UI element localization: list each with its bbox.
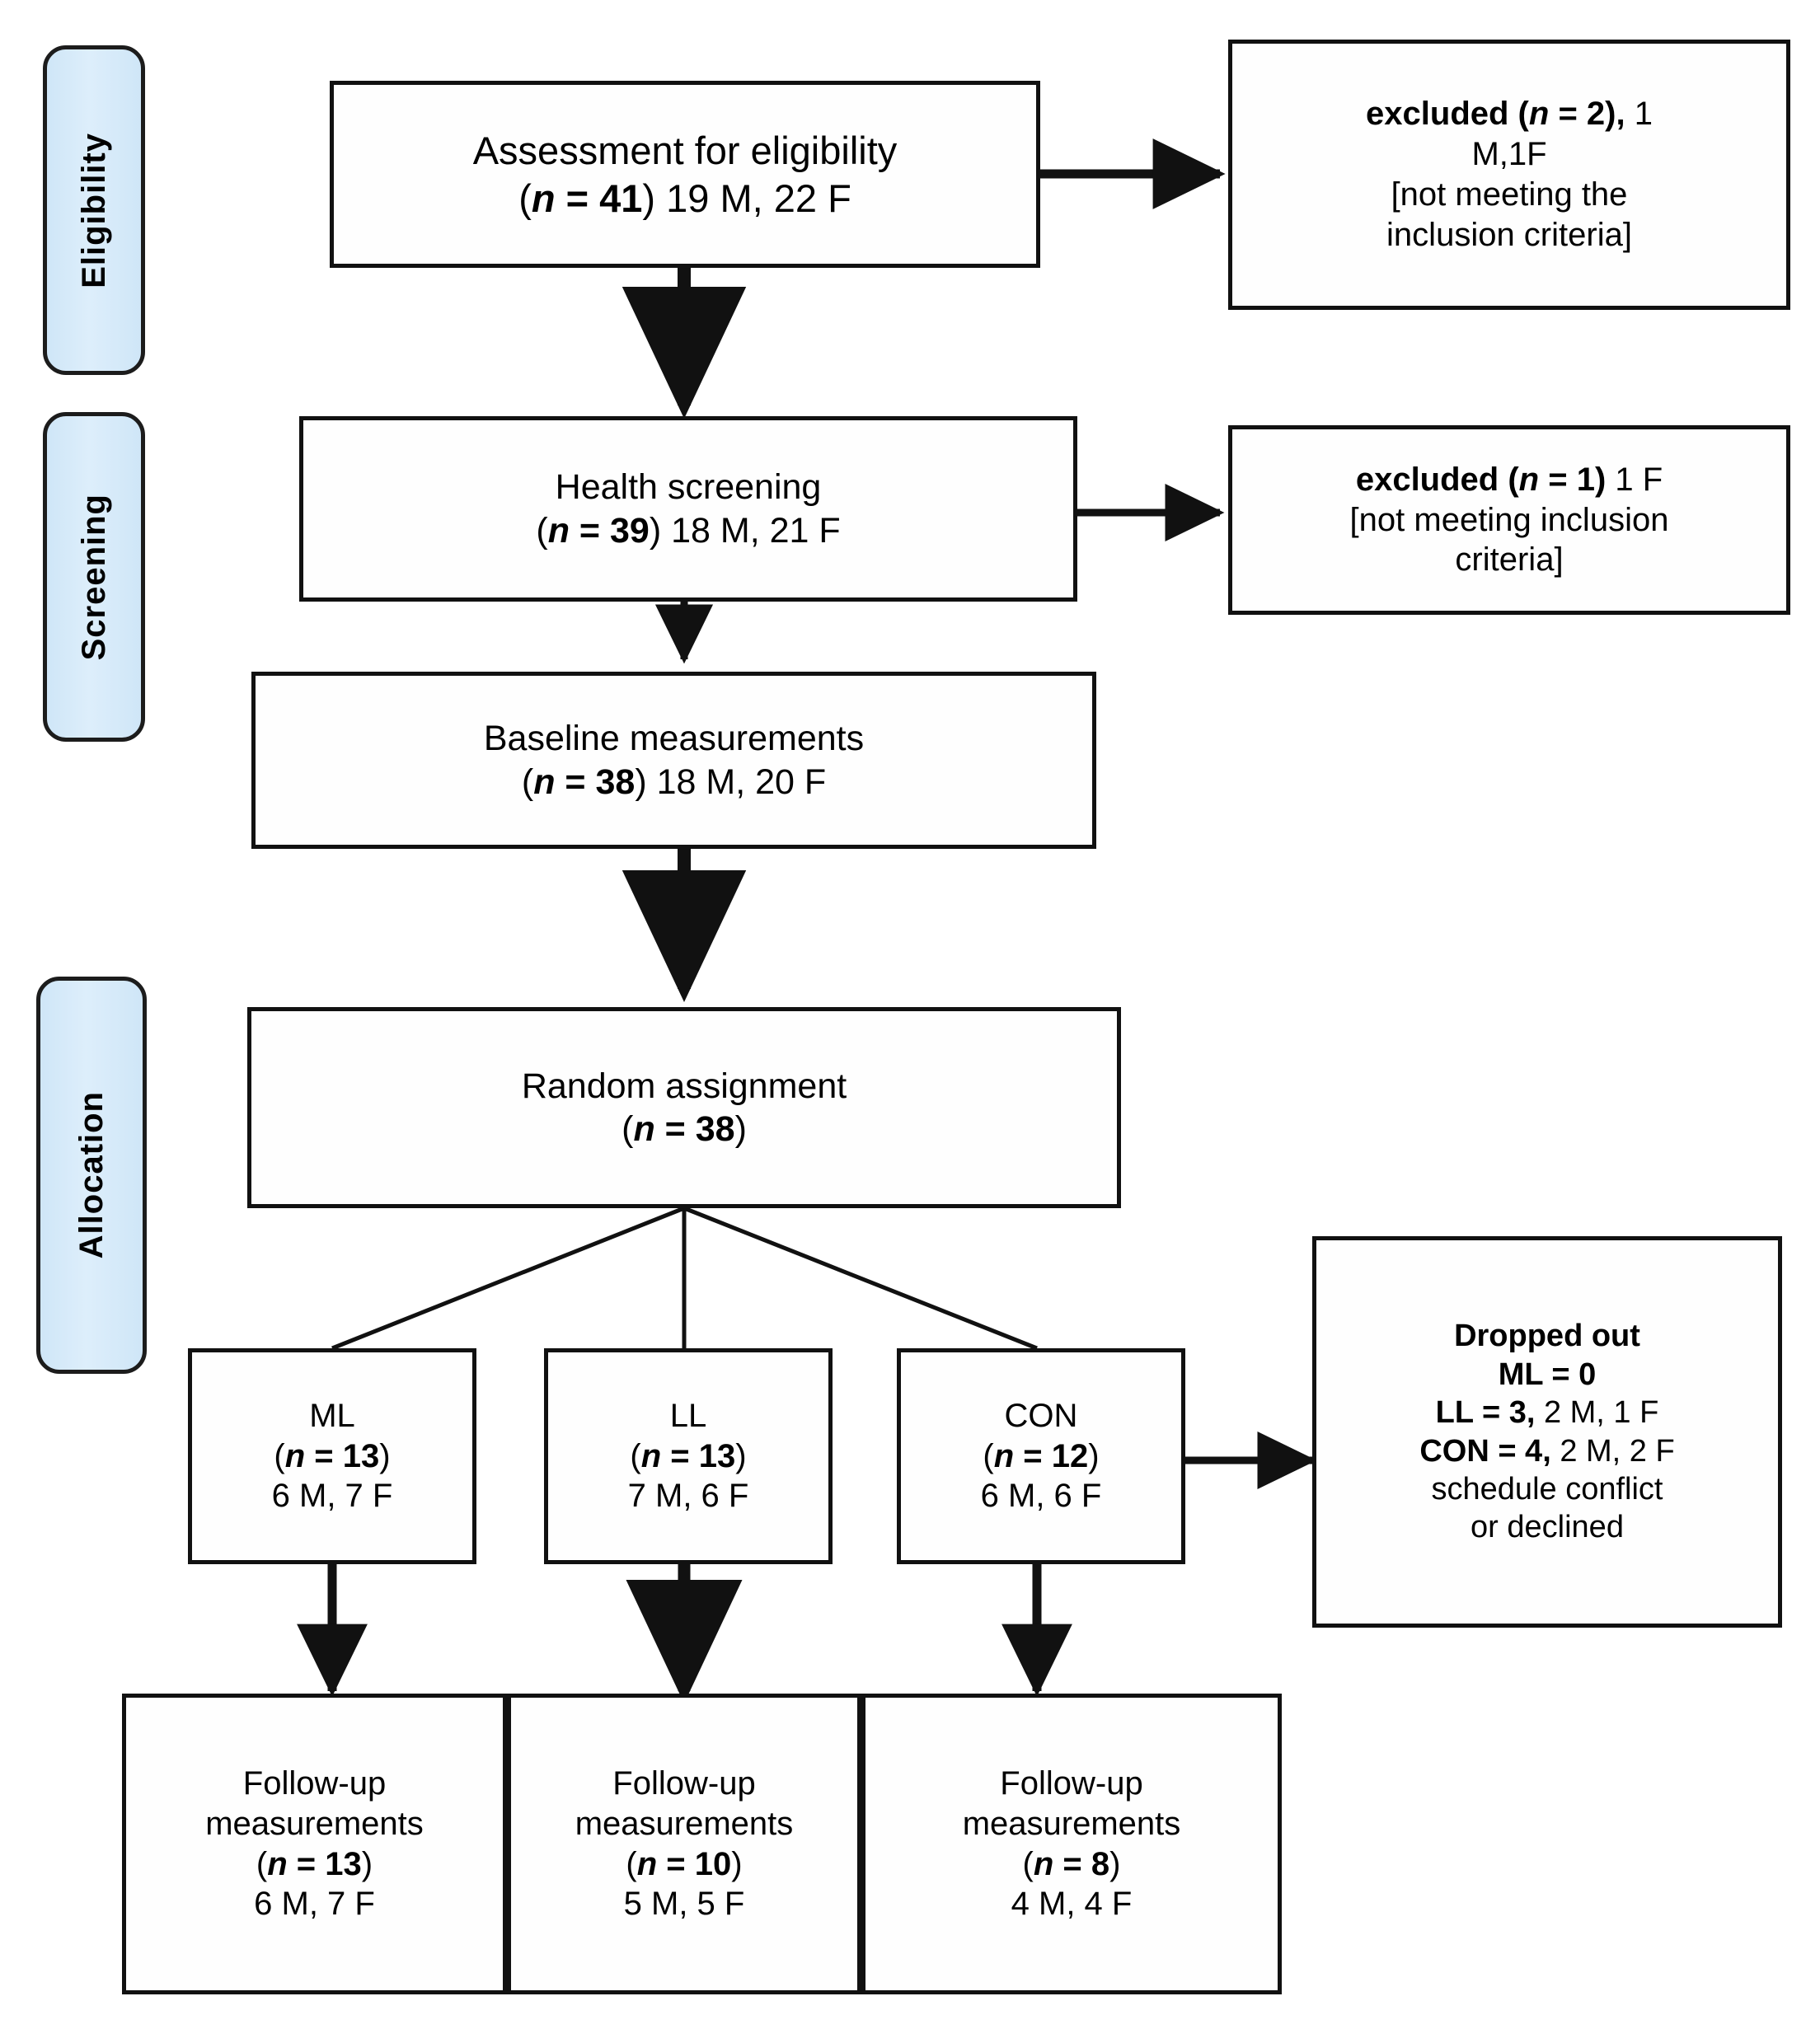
dropped-line-4: CON = 4, 2 M, 2 F <box>1419 1433 1675 1469</box>
follow-con-line-3: (n = 8) <box>1022 1845 1121 1882</box>
phase-label-allocation-text: Allocation <box>73 1091 110 1259</box>
excluded1-line-2: M,1F <box>1471 136 1547 173</box>
split-leg-left <box>331 1206 685 1351</box>
dropped-line-2: ML = 0 <box>1498 1357 1597 1392</box>
follow-ml-line-1: Follow-up <box>242 1764 387 1802</box>
box-assessment-for-eligibility: Assessment for eligibility (n = 41) 19 M… <box>330 81 1040 268</box>
excluded2-line-2: [not meeting inclusion <box>1349 501 1669 538</box>
box-followup-ll: Follow-up measurements (n = 10) 5 M, 5 F <box>507 1694 861 1994</box>
split-leg-right <box>683 1206 1038 1351</box>
con-line-2: (n = 12) <box>983 1437 1100 1474</box>
health-line-1: Health screening <box>555 467 822 508</box>
assessment-line-1: Assessment for eligibility <box>472 129 898 173</box>
con-line-3: 6 M, 6 F <box>980 1478 1102 1515</box>
box-excluded-screening: excluded (n = 1) 1 F [not meeting inclus… <box>1228 425 1790 615</box>
box-group-ml: ML (n = 13) 6 M, 7 F <box>188 1348 476 1564</box>
ll-line-2: (n = 13) <box>630 1437 747 1474</box>
baseline-line-1: Baseline measurements <box>483 719 865 759</box>
ml-line-2: (n = 13) <box>274 1437 391 1474</box>
con-line-1: CON <box>1004 1397 1078 1434</box>
phase-label-allocation: Allocation <box>36 977 147 1374</box>
follow-ml-line-2: measurements <box>205 1805 424 1842</box>
box-dropped-out: Dropped out ML = 0 LL = 3, 2 M, 1 F CON … <box>1312 1236 1782 1628</box>
follow-ml-line-3: (n = 13) <box>256 1845 373 1882</box>
follow-ml-line-4: 6 M, 7 F <box>254 1886 375 1923</box>
dropped-line-6: or declined <box>1471 1510 1624 1545</box>
excluded1-line-3: [not meeting the <box>1391 176 1628 213</box>
excluded2-line-1: excluded (n = 1) 1 F <box>1355 461 1663 498</box>
box-followup-ml: Follow-up measurements (n = 13) 6 M, 7 F <box>122 1694 507 1994</box>
dropped-line-5: schedule conflict <box>1431 1471 1663 1507</box>
ll-line-1: LL <box>669 1397 707 1434</box>
excluded1-line-1: excluded (n = 2), 1 <box>1366 96 1653 133</box>
excluded1-line-4: inclusion criteria] <box>1386 216 1632 253</box>
dropped-line-3: LL = 3, 2 M, 1 F <box>1435 1395 1659 1431</box>
box-followup-con: Follow-up measurements (n = 8) 4 M, 4 F <box>861 1694 1282 1994</box>
health-line-2: (n = 39) 18 M, 21 F <box>536 510 841 551</box>
follow-con-line-2: measurements <box>962 1805 1181 1842</box>
dropped-line-1: Dropped out <box>1454 1319 1640 1354</box>
follow-con-line-1: Follow-up <box>1000 1764 1143 1802</box>
phase-label-eligibility-text: Eligibility <box>75 132 112 288</box>
box-random-assignment: Random assignment (n = 38) <box>247 1007 1121 1208</box>
baseline-line-2: (n = 38) 18 M, 20 F <box>521 761 827 802</box>
ll-line-3: 7 M, 6 F <box>627 1478 749 1515</box>
phase-label-screening-text: Screening <box>75 493 112 661</box>
follow-ll-line-2: measurements <box>575 1805 794 1842</box>
ml-line-1: ML <box>309 1397 355 1434</box>
phase-label-screening: Screening <box>43 412 145 742</box>
follow-con-line-4: 4 M, 4 F <box>1011 1886 1133 1923</box>
follow-ll-line-3: (n = 10) <box>626 1845 743 1882</box>
box-group-ll: LL (n = 13) 7 M, 6 F <box>544 1348 833 1564</box>
follow-ll-line-4: 5 M, 5 F <box>623 1886 745 1923</box>
excluded2-line-3: criteria] <box>1455 541 1564 579</box>
random-line-1: Random assignment <box>521 1066 847 1106</box>
assessment-line-2: (n = 41) 19 M, 22 F <box>518 176 851 220</box>
box-group-con: CON (n = 12) 6 M, 6 F <box>897 1348 1185 1564</box>
box-health-screening: Health screening (n = 39) 18 M, 21 F <box>299 416 1077 602</box>
box-baseline-measurements: Baseline measurements (n = 38) 18 M, 20 … <box>251 672 1096 849</box>
follow-ll-line-1: Follow-up <box>612 1764 756 1802</box>
box-excluded-eligibility: excluded (n = 2), 1 M,1F [not meeting th… <box>1228 40 1790 310</box>
random-line-2: (n = 38) <box>622 1109 747 1149</box>
phase-label-eligibility: Eligibility <box>43 45 145 375</box>
ml-line-3: 6 M, 7 F <box>271 1478 393 1515</box>
